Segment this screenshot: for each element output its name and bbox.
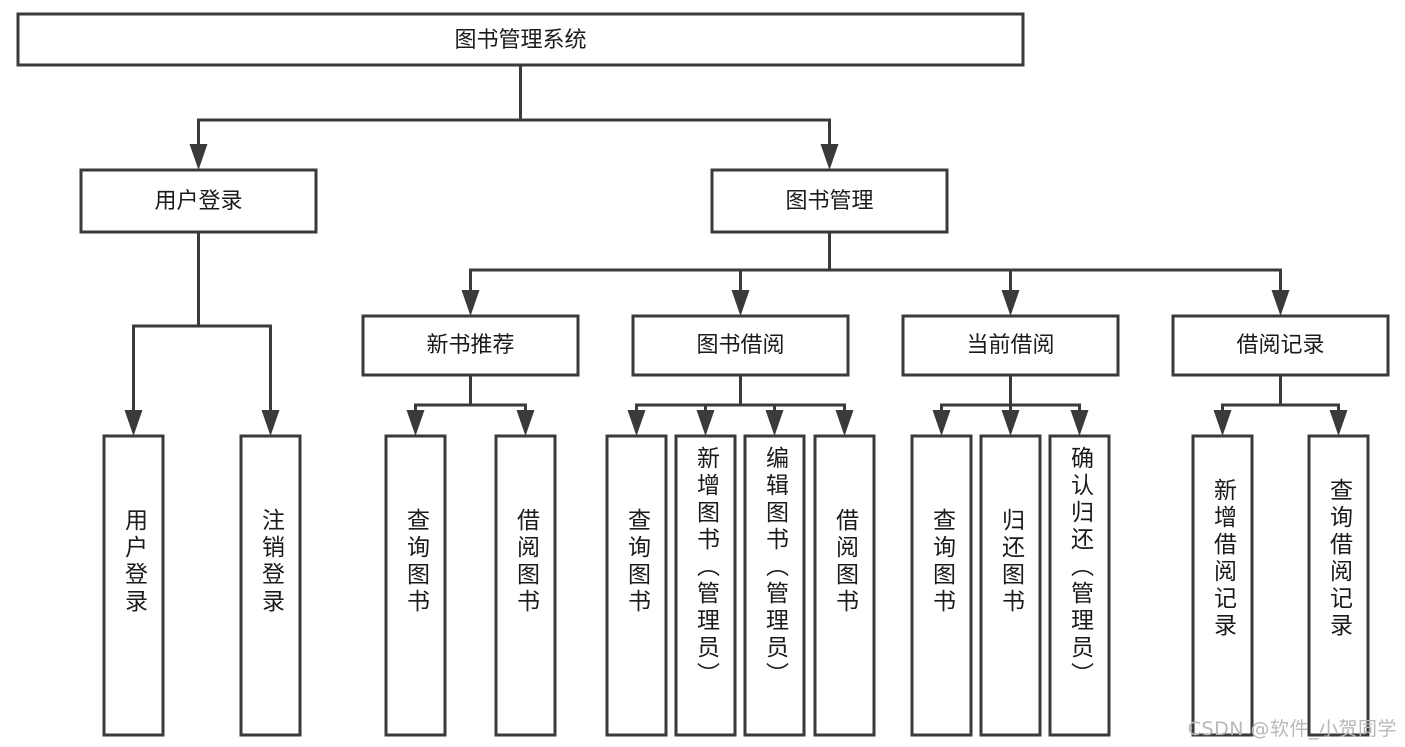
- node-borrow-record[interactable]: 借阅记录: [1171, 314, 1390, 377]
- node-leaf-return-book[interactable]: 归还图书: [979, 434, 1042, 737]
- connector-layer: [124, 63, 1348, 436]
- node-leaf-logout-box[interactable]: [239, 434, 302, 737]
- node-book-borrow-box[interactable]: [631, 314, 850, 377]
- arrow-icon-leaf-book-borrow-1: [627, 410, 646, 436]
- node-leaf-confirm-return-admin-label: 确认归还（管理员）: [1067, 446, 1095, 689]
- arrow-icon-leaf-book-borrow-4: [835, 410, 854, 436]
- node-leaf-query-book-nb-label: 查询图书: [403, 508, 431, 616]
- node-leaf-user-login-label: 用户登录: [121, 508, 149, 616]
- arrow-icon-book-manage: [820, 144, 839, 170]
- arrow-icon-leaf-current-borrow-2: [1001, 410, 1020, 436]
- node-leaf-confirm-return-admin-box[interactable]: [1048, 434, 1111, 737]
- arrow-icon-leaf-new-book-1: [406, 410, 425, 436]
- node-current-borrow[interactable]: 当前借阅: [901, 314, 1120, 377]
- node-leaf-query-book-nb[interactable]: 查询图书: [384, 434, 447, 737]
- arrow-icon-leaf-borrow-record-2: [1329, 410, 1348, 436]
- node-leaf-add-book-admin-box[interactable]: [674, 434, 737, 737]
- node-leaf-borrow-book-nb[interactable]: 借阅图书: [494, 434, 557, 737]
- node-leaf-query-book-cb-label: 查询图书: [929, 508, 957, 616]
- node-book-manage[interactable]: 图书管理: [710, 168, 949, 234]
- node-leaf-user-login-box[interactable]: [102, 434, 165, 737]
- node-leaf-query-book-bb-box[interactable]: [605, 434, 668, 737]
- node-leaf-query-book-cb-box[interactable]: [910, 434, 973, 737]
- node-book-borrow-label: 图书借阅: [696, 333, 784, 358]
- node-leaf-query-book-bb[interactable]: 查询图书: [605, 434, 668, 737]
- node-leaf-borrow-book-bb[interactable]: 借阅图书: [813, 434, 876, 737]
- node-leaf-logout-label: 注销登录: [258, 508, 286, 616]
- node-leaf-return-book-label: 归还图书: [998, 508, 1026, 616]
- node-user-login-box[interactable]: [79, 168, 318, 234]
- arrow-icon-book-borrow: [731, 290, 750, 316]
- node-root-system[interactable]: 图书管理系统: [16, 12, 1025, 67]
- node-leaf-edit-book-admin[interactable]: 编辑图书（管理员）: [743, 434, 806, 737]
- arrow-icon-leaf-current-borrow-1: [932, 410, 951, 436]
- node-leaf-query-borrow-record[interactable]: 查询借阅记录: [1307, 434, 1370, 737]
- node-leaf-query-book-bb-label: 查询图书: [624, 508, 652, 616]
- node-leaf-borrow-book-bb-label: 借阅图书: [832, 508, 860, 616]
- arrow-icon-new-book-recommend: [461, 290, 480, 316]
- arrow-icon-leaf-book-borrow-3: [765, 410, 784, 436]
- node-leaf-query-book-cb[interactable]: 查询图书: [910, 434, 973, 737]
- node-leaf-borrow-book-nb-label: 借阅图书: [513, 508, 541, 616]
- node-leaf-query-book-nb-box[interactable]: [384, 434, 447, 737]
- node-leaf-query-borrow-record-label: 查询借阅记录: [1326, 478, 1354, 640]
- node-leaf-edit-book-admin-box[interactable]: [743, 434, 806, 737]
- arrow-icon-leaf-user-login-2: [261, 410, 280, 436]
- node-leaf-add-book-admin[interactable]: 新增图书（管理员）: [674, 434, 737, 737]
- node-leaf-add-borrow-record-label: 新增借阅记录: [1210, 478, 1238, 640]
- node-leaf-add-book-admin-label: 新增图书（管理员）: [693, 446, 721, 689]
- arrow-icon-leaf-book-borrow-2: [696, 410, 715, 436]
- node-root-system-box[interactable]: [16, 12, 1025, 67]
- node-new-book-recommend[interactable]: 新书推荐: [361, 314, 580, 377]
- node-root-system-label: 图书管理系统: [454, 28, 586, 53]
- node-user-login-label: 用户登录: [154, 189, 242, 214]
- arrow-icon-borrow-record: [1271, 290, 1290, 316]
- arrow-icon-leaf-borrow-record-1: [1213, 410, 1232, 436]
- node-current-borrow-box[interactable]: [901, 314, 1120, 377]
- node-borrow-record-label: 借阅记录: [1236, 333, 1324, 358]
- node-current-borrow-label: 当前借阅: [966, 333, 1054, 358]
- node-book-manage-box[interactable]: [710, 168, 949, 234]
- node-borrow-record-box[interactable]: [1171, 314, 1390, 377]
- arrow-icon-current-borrow: [1001, 290, 1020, 316]
- arrow-icon-leaf-user-login-1: [124, 410, 143, 436]
- node-new-book-recommend-label: 新书推荐: [426, 333, 514, 358]
- node-leaf-logout[interactable]: 注销登录: [239, 434, 302, 737]
- node-leaf-add-borrow-record[interactable]: 新增借阅记录: [1191, 434, 1254, 737]
- node-leaf-add-borrow-record-box[interactable]: [1191, 434, 1254, 737]
- node-leaf-borrow-book-bb-box[interactable]: [813, 434, 876, 737]
- node-leaf-return-book-box[interactable]: [979, 434, 1042, 737]
- arrow-icon-user-login: [189, 144, 208, 170]
- node-leaf-confirm-return-admin[interactable]: 确认归还（管理员）: [1048, 434, 1111, 737]
- arrow-icon-leaf-current-borrow-3: [1070, 410, 1089, 436]
- node-leaf-user-login[interactable]: 用户登录: [102, 434, 165, 737]
- arrow-icon-leaf-new-book-2: [516, 410, 535, 436]
- node-book-manage-label: 图书管理: [785, 189, 873, 214]
- node-new-book-recommend-box[interactable]: [361, 314, 580, 377]
- node-user-login[interactable]: 用户登录: [79, 168, 318, 234]
- node-leaf-borrow-book-nb-box[interactable]: [494, 434, 557, 737]
- node-book-borrow[interactable]: 图书借阅: [631, 314, 850, 377]
- node-leaf-query-borrow-record-box[interactable]: [1307, 434, 1370, 737]
- node-leaf-edit-book-admin-label: 编辑图书（管理员）: [762, 446, 790, 689]
